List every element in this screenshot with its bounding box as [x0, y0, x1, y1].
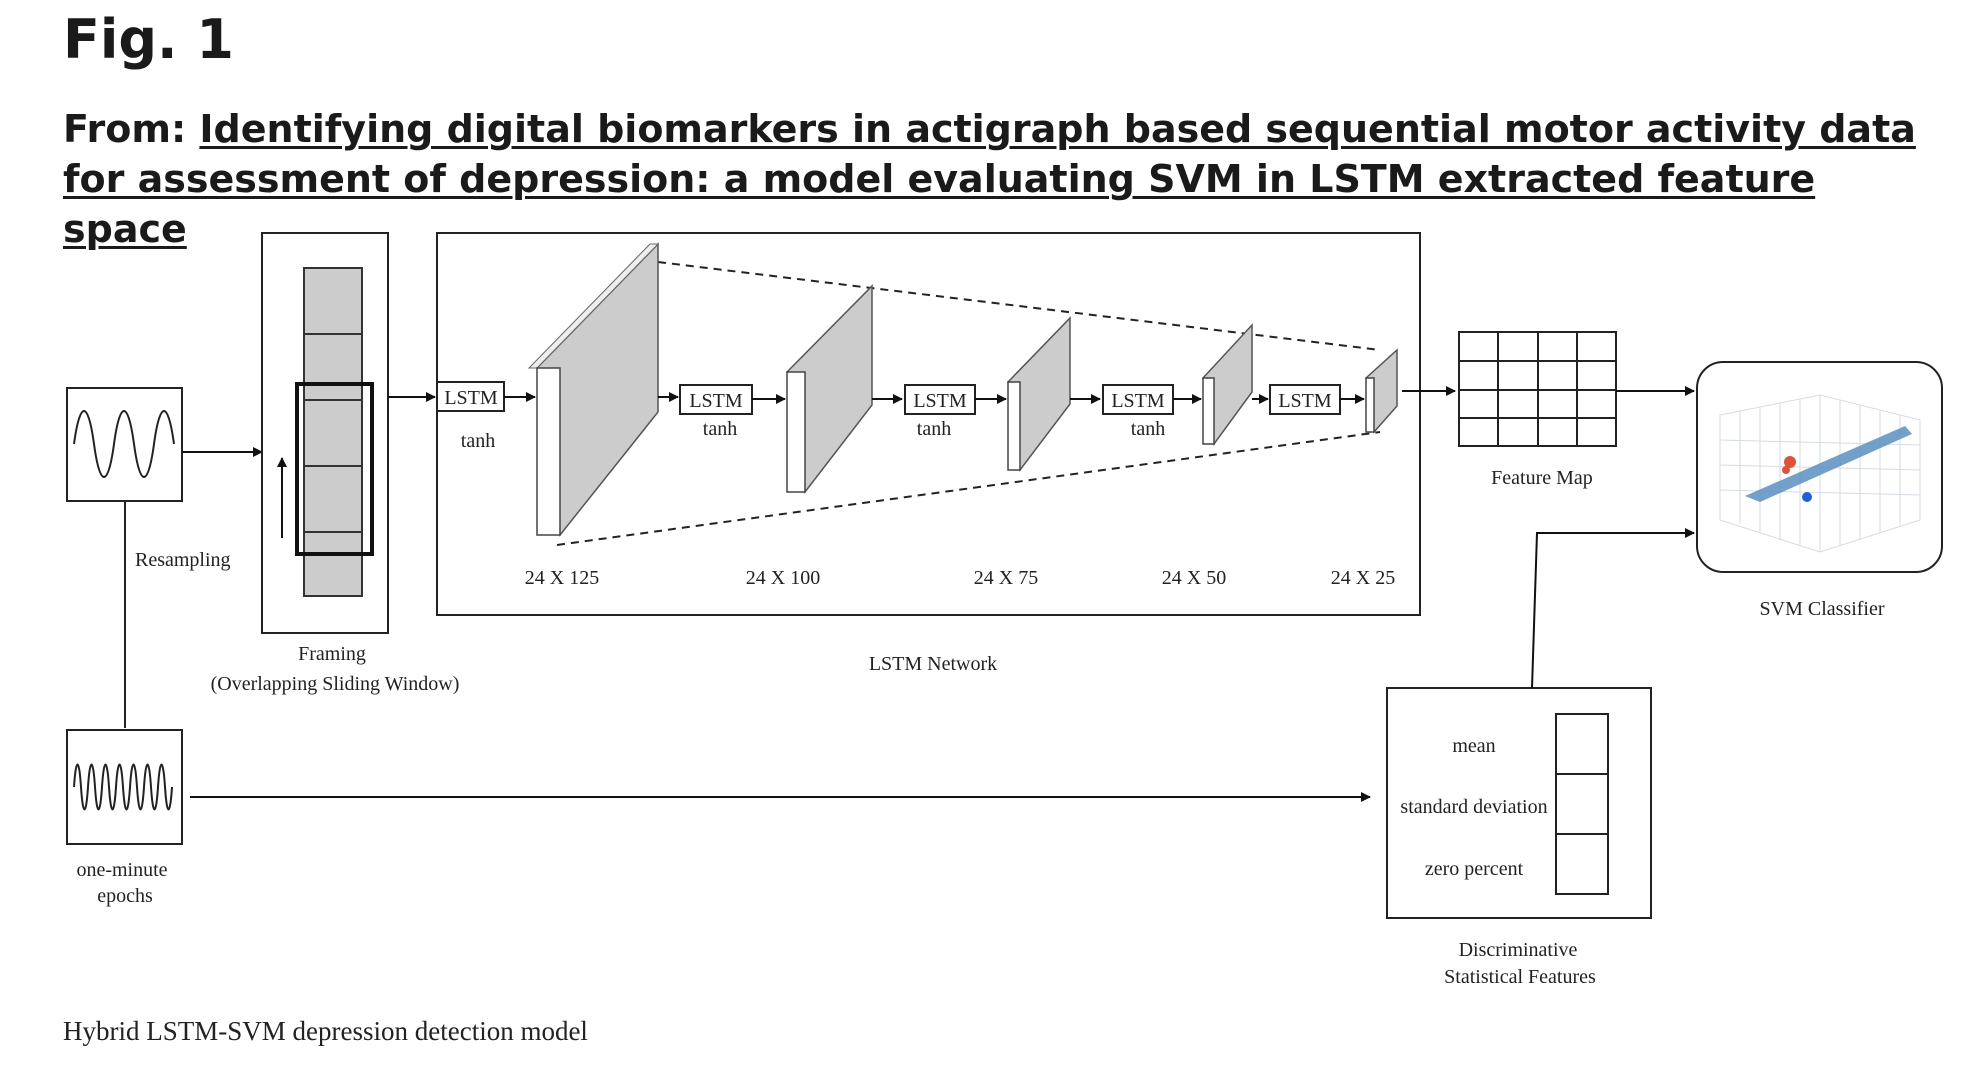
lstm-block-label: LSTM [444, 387, 498, 409]
feature-map-grid [1458, 331, 1617, 447]
figure-caption: Hybrid LSTM-SVM depression detection mod… [63, 1016, 588, 1046]
layer-slab-4 [1202, 323, 1253, 446]
resampling-label: Resampling [135, 549, 231, 571]
lstm-block-label: LSTM [1111, 390, 1165, 412]
sliding-window [295, 382, 374, 556]
framing-box [261, 232, 389, 634]
class-a-cluster [1784, 456, 1796, 468]
figure-label: Fig. 1 [63, 8, 234, 71]
stat-feature-mean: mean [1452, 735, 1495, 757]
lstm-block-4: LSTM tanh [1102, 384, 1174, 440]
layer-dim-label: 24 X 25 [1331, 567, 1395, 589]
figure-source: From: Identifying digital biomarkers in … [63, 104, 1943, 254]
layer-dim-label: 24 X 50 [1162, 567, 1226, 589]
lstm-network-label: LSTM Network [869, 653, 997, 675]
layer-slab-2 [786, 284, 873, 494]
svm-hyperplane [1745, 426, 1912, 502]
layer-dim-label: 24 X 75 [974, 567, 1038, 589]
epochs-label-line2: epochs [97, 885, 153, 907]
stat-label-line1: Discriminative [1459, 939, 1578, 961]
framing-label-line2: (Overlapping Sliding Window) [211, 673, 460, 695]
lstm-block-1: LSTM tanh [436, 381, 505, 452]
lstm-activation: tanh [1131, 418, 1165, 440]
lstm-block-label: LSTM [1278, 390, 1332, 412]
stat-feature-zero-percent: zero percent [1425, 858, 1524, 880]
svm-3d-plot [1719, 394, 1921, 553]
lstm-block-2: LSTM tanh [679, 384, 753, 440]
framing-label-line1: Framing [298, 643, 366, 665]
layer-slab-3 [1007, 316, 1071, 472]
sine-wave-icon [73, 410, 175, 478]
statistical-features-box: mean standard deviation zero percent [1386, 687, 1652, 919]
epoch-signal-box [66, 729, 183, 845]
dense-wave-icon [73, 763, 173, 811]
stat-feature-std: standard deviation [1400, 796, 1547, 818]
epochs-label-line1: one-minute [76, 859, 167, 881]
lstm-block-5: LSTM [1269, 384, 1341, 415]
class-b-cluster [1802, 492, 1812, 502]
layer-dim-label: 24 X 100 [746, 567, 820, 589]
stat-label-line2: Statistical Features [1444, 966, 1596, 988]
class-a-cluster [1782, 466, 1790, 474]
lstm-block-3: LSTM tanh [904, 384, 976, 440]
layer-slab-5 [1365, 348, 1398, 434]
layer-slab-1 [527, 242, 660, 537]
svm-classifier-label: SVM Classifier [1760, 598, 1885, 620]
lstm-block-label: LSTM [913, 390, 967, 412]
lstm-block-label: LSTM [689, 390, 743, 412]
lstm-activation: tanh [461, 430, 495, 452]
article-title-link[interactable]: Identifying digital biomarkers in actigr… [63, 107, 1916, 251]
raw-signal-box [66, 387, 183, 502]
feature-map-label: Feature Map [1491, 467, 1593, 489]
layer-dim-label: 24 X 125 [525, 567, 599, 589]
from-prefix: From: [63, 107, 200, 151]
lstm-activation: tanh [917, 418, 951, 440]
lstm-activation: tanh [703, 418, 737, 440]
svm-classifier-box [1696, 361, 1943, 573]
